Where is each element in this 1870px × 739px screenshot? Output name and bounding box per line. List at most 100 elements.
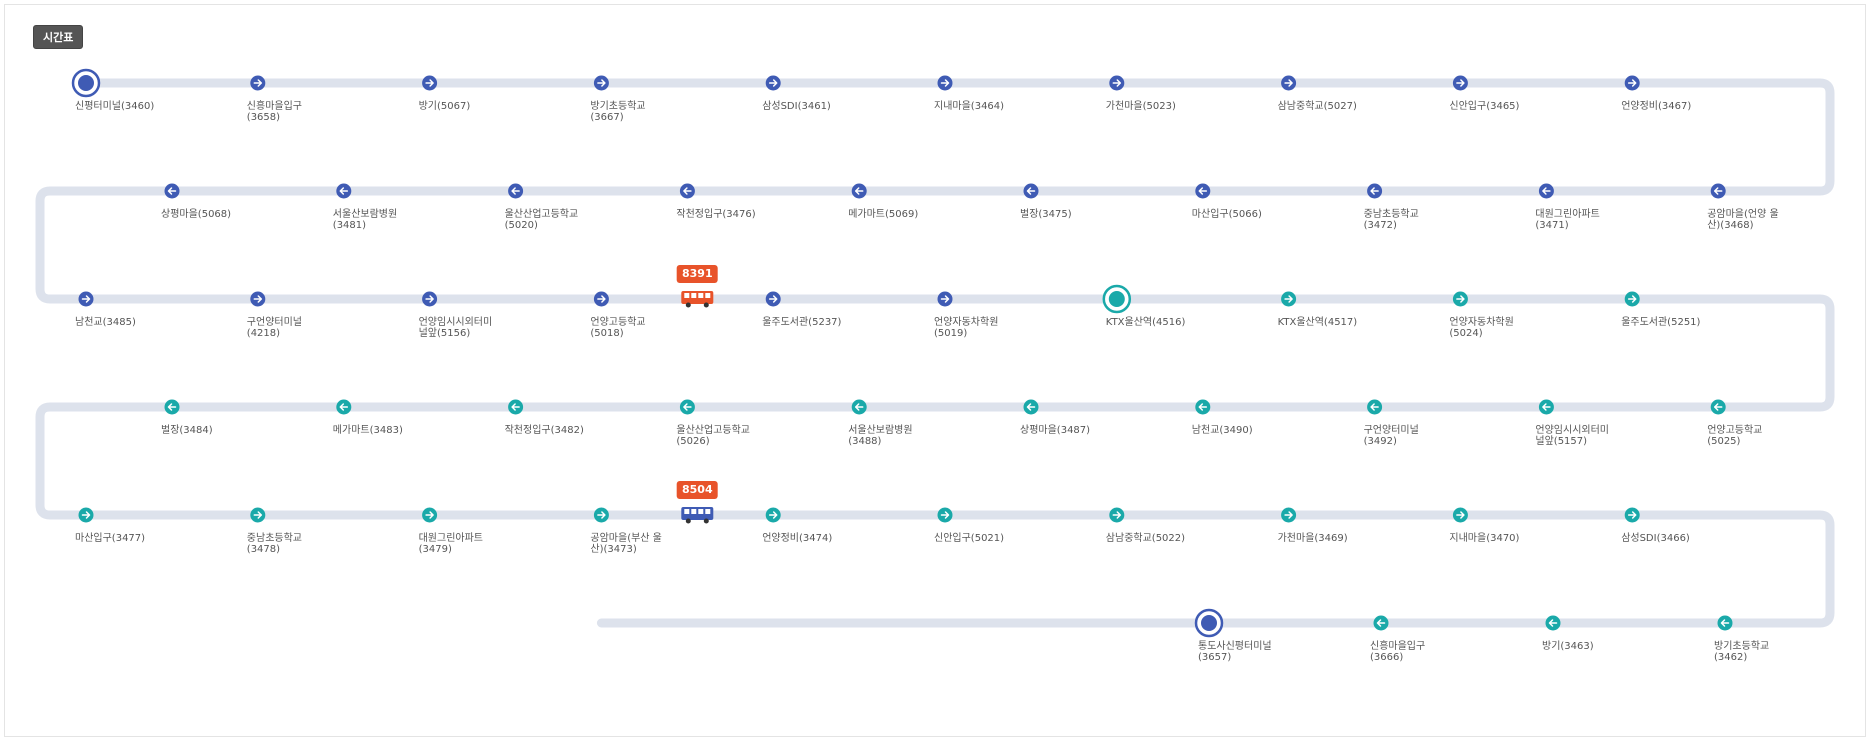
bus-number-badge[interactable]: 8391 xyxy=(676,265,718,283)
arrow-left-icon[interactable] xyxy=(1538,183,1554,199)
stop-label[interactable]: 삼남중학교(5022) xyxy=(1105,533,1186,544)
stop-label[interactable]: 벌장(3475) xyxy=(1020,209,1072,220)
stop-label[interactable]: 마산입구(5066) xyxy=(1191,209,1262,220)
stop-label[interactable]: KTX울산역(4517) xyxy=(1277,317,1358,328)
stop-label[interactable]: 구언양터미널 (3492) xyxy=(1363,425,1419,447)
arrow-right-icon[interactable] xyxy=(593,507,609,523)
stop-label[interactable]: 구언양터미널 (4218) xyxy=(246,317,302,339)
stop-label[interactable]: 지내마을(3470) xyxy=(1449,533,1520,544)
stop-label[interactable]: 벌장(3484) xyxy=(161,425,213,436)
stop-label[interactable]: 남천교(3485) xyxy=(75,317,136,328)
stop-label[interactable]: 언양임시시외터미 널앞(5156) xyxy=(418,317,493,339)
arrow-left-icon[interactable] xyxy=(164,399,180,415)
arrow-right-icon[interactable] xyxy=(250,291,266,307)
stop-label[interactable]: 언양자동차학원 (5024) xyxy=(1449,317,1514,339)
arrow-left-icon[interactable] xyxy=(1367,183,1383,199)
stop-label[interactable]: 신흥마을입구 (3666) xyxy=(1370,641,1426,663)
stop-label[interactable]: 울주도서관(5237) xyxy=(762,317,842,328)
stop-label[interactable]: 서울산보람병원 (3488) xyxy=(848,425,913,447)
stop-label[interactable]: 언양자동차학원 (5019) xyxy=(934,317,999,339)
arrow-left-icon[interactable] xyxy=(1710,399,1726,415)
stop-label[interactable]: 작천정입구(3482) xyxy=(504,425,584,436)
stop-label[interactable]: 지내마을(3464) xyxy=(934,101,1005,112)
stop-label[interactable]: 작천정입구(3476) xyxy=(676,209,756,220)
stop-label[interactable]: 신안입구(5021) xyxy=(934,533,1005,544)
arrow-right-icon[interactable] xyxy=(1624,507,1640,523)
bus-icon[interactable] xyxy=(681,507,714,524)
arrow-left-icon[interactable] xyxy=(1023,183,1039,199)
arrow-right-icon[interactable] xyxy=(1281,291,1297,307)
arrow-right-icon[interactable] xyxy=(593,75,609,91)
stop-label[interactable]: 언양정비(3467) xyxy=(1621,101,1692,112)
arrow-right-icon[interactable] xyxy=(1281,75,1297,91)
stop-label[interactable]: 상평마을(5068) xyxy=(161,209,232,220)
stop-label[interactable]: 중남초등학교 (3478) xyxy=(246,533,302,555)
stop-label[interactable]: 메가마트(3483) xyxy=(332,425,403,436)
stop-label[interactable]: 언양고등학교 (5025) xyxy=(1707,425,1763,447)
arrow-right-icon[interactable] xyxy=(422,75,438,91)
stop-label[interactable]: 언양고등학교 (5018) xyxy=(590,317,646,339)
arrow-left-icon[interactable] xyxy=(1195,399,1211,415)
terminal-circle-icon[interactable] xyxy=(71,68,101,98)
arrow-left-icon[interactable] xyxy=(336,399,352,415)
stop-label[interactable]: 삼성SDI(3466) xyxy=(1621,533,1690,544)
arrow-right-icon[interactable] xyxy=(1452,75,1468,91)
stop-label[interactable]: 신평터미널(3460) xyxy=(75,101,155,112)
arrow-right-icon[interactable] xyxy=(765,507,781,523)
arrow-right-icon[interactable] xyxy=(250,507,266,523)
arrow-left-icon[interactable] xyxy=(851,399,867,415)
arrow-right-icon[interactable] xyxy=(78,507,94,523)
stop-label[interactable]: 신흥마을입구 (3658) xyxy=(246,101,302,123)
stop-label[interactable]: 가천마을(3469) xyxy=(1277,533,1348,544)
stop-label[interactable]: 중남초등학교 (3472) xyxy=(1363,209,1419,231)
stop-label[interactable]: 대원그린아파트 (3471) xyxy=(1535,209,1600,231)
arrow-right-icon[interactable] xyxy=(1452,291,1468,307)
arrow-left-icon[interactable] xyxy=(1710,183,1726,199)
stop-label[interactable]: 공암마을(부산 울 산)(3473) xyxy=(590,533,662,555)
arrow-right-icon[interactable] xyxy=(765,75,781,91)
stop-label[interactable]: 대원그린아파트 (3479) xyxy=(418,533,483,555)
arrow-right-icon[interactable] xyxy=(765,291,781,307)
timetable-button[interactable]: 시간표 xyxy=(33,25,84,49)
arrow-left-icon[interactable] xyxy=(508,183,524,199)
stop-label[interactable]: 방기초등학교 (3462) xyxy=(1714,641,1770,663)
stop-label[interactable]: 메가마트(5069) xyxy=(848,209,919,220)
bus-number-badge[interactable]: 8504 xyxy=(676,481,718,499)
arrow-right-icon[interactable] xyxy=(422,291,438,307)
stop-label[interactable]: 방기(5067) xyxy=(418,101,471,112)
arrow-right-icon[interactable] xyxy=(1624,291,1640,307)
turnaround-circle-icon[interactable] xyxy=(1102,284,1132,314)
stop-label[interactable]: 통도사신평터미널 (3657) xyxy=(1198,641,1272,663)
stop-label[interactable]: KTX울산역(4516) xyxy=(1105,317,1186,328)
stop-label[interactable]: 울주도서관(5251) xyxy=(1621,317,1701,328)
arrow-left-icon[interactable] xyxy=(1367,399,1383,415)
arrow-right-icon[interactable] xyxy=(1109,75,1125,91)
arrow-left-icon[interactable] xyxy=(1023,399,1039,415)
arrow-right-icon[interactable] xyxy=(422,507,438,523)
stop-label[interactable]: 울산산업고등학교 (5026) xyxy=(676,425,750,447)
arrow-left-icon[interactable] xyxy=(1538,399,1554,415)
arrow-left-icon[interactable] xyxy=(508,399,524,415)
arrow-right-icon[interactable] xyxy=(937,75,953,91)
arrow-left-icon[interactable] xyxy=(164,183,180,199)
arrow-left-icon[interactable] xyxy=(679,183,695,199)
arrow-right-icon[interactable] xyxy=(1452,507,1468,523)
arrow-right-icon[interactable] xyxy=(1109,507,1125,523)
arrow-right-icon[interactable] xyxy=(1281,507,1297,523)
arrow-left-icon[interactable] xyxy=(851,183,867,199)
arrow-left-icon[interactable] xyxy=(1373,615,1389,631)
arrow-right-icon[interactable] xyxy=(250,75,266,91)
stop-label[interactable]: 상평마을(3487) xyxy=(1020,425,1091,436)
arrow-right-icon[interactable] xyxy=(937,507,953,523)
stop-label[interactable]: 울산산업고등학교 (5020) xyxy=(504,209,579,231)
stop-label[interactable]: 삼남중학교(5027) xyxy=(1277,101,1357,112)
bus-icon[interactable] xyxy=(681,291,714,308)
stop-label[interactable]: 방기초등학교 (3667) xyxy=(590,101,646,123)
stop-label[interactable]: 서울산보람병원 (3481) xyxy=(332,209,398,231)
arrow-left-icon[interactable] xyxy=(336,183,352,199)
stop-label[interactable]: 마산입구(3477) xyxy=(75,533,146,544)
stop-label[interactable]: 남천교(3490) xyxy=(1191,425,1253,436)
stop-label[interactable]: 가천마을(5023) xyxy=(1105,101,1176,112)
arrow-right-icon[interactable] xyxy=(593,291,609,307)
stop-label[interactable]: 신안입구(3465) xyxy=(1449,101,1520,112)
